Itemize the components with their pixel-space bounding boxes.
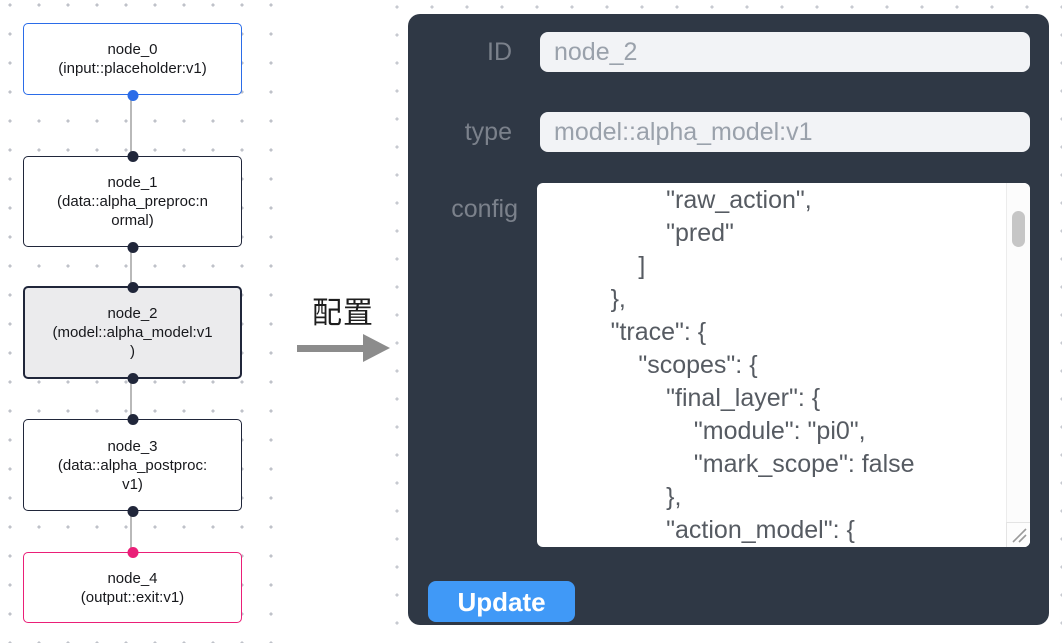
flow-edge [130, 511, 132, 552]
node-label: node_0 (input::placeholder:v1) [58, 41, 207, 77]
config-json-text[interactable]: "raw_action", "pred" ] }, "trace": { "sc… [610, 186, 915, 544]
type-label: type [464, 118, 512, 146]
output-port[interactable] [127, 241, 138, 253]
id-input[interactable] [540, 32, 1030, 72]
arrow-right-icon [297, 334, 390, 362]
node-label: node_2 (model::alpha_model:v1 ) [52, 305, 213, 360]
annotation-label: 配置 [312, 297, 374, 330]
node-label: node_4 (output::exit:v1) [80, 569, 185, 606]
config-scrollbar[interactable] [1006, 183, 1030, 547]
update-button[interactable]: Update [428, 581, 575, 622]
input-port[interactable] [127, 413, 138, 425]
flow-node-node_1[interactable]: node_1 (data::alpha_preproc:n ormal) [23, 150, 242, 253]
output-port[interactable] [127, 372, 138, 384]
config-annotation: 配置 [291, 297, 395, 365]
input-port[interactable] [127, 281, 138, 293]
flow-node-node_2[interactable]: node_2 (model::alpha_model:v1 ) [23, 281, 242, 384]
config-canvas: ID type config "raw_action", "pred" ] },… [390, 0, 1062, 643]
config-panel: ID type config "raw_action", "pred" ] },… [408, 14, 1049, 625]
input-port[interactable] [127, 546, 138, 558]
pipeline-canvas[interactable]: node_0 (input::placeholder:v1) node_1 (d… [0, 0, 285, 643]
resize-handle-icon[interactable] [1006, 522, 1030, 547]
flow-node-node_4[interactable]: node_4 (output::exit:v1) [23, 546, 242, 623]
flow-edge [130, 379, 132, 419]
type-input[interactable] [540, 112, 1030, 152]
node-label: node_1 (data::alpha_preproc:n ormal) [57, 174, 208, 229]
config-scrollbar-thumb[interactable] [1012, 211, 1025, 247]
output-port[interactable] [127, 89, 138, 101]
output-port[interactable] [127, 505, 138, 517]
flow-node-node_3[interactable]: node_3 (data::alpha_postproc: v1) [23, 413, 242, 517]
id-label: ID [487, 38, 512, 66]
flow-node-node_0[interactable]: node_0 (input::placeholder:v1) [23, 23, 242, 101]
config-label: config [451, 195, 518, 223]
input-port[interactable] [127, 150, 138, 162]
flow-edge [130, 95, 132, 156]
config-textarea[interactable]: "raw_action", "pred" ] }, "trace": { "sc… [537, 183, 1030, 547]
node-label: node_3 (data::alpha_postproc: v1) [57, 437, 208, 493]
flow-edge [130, 247, 132, 286]
